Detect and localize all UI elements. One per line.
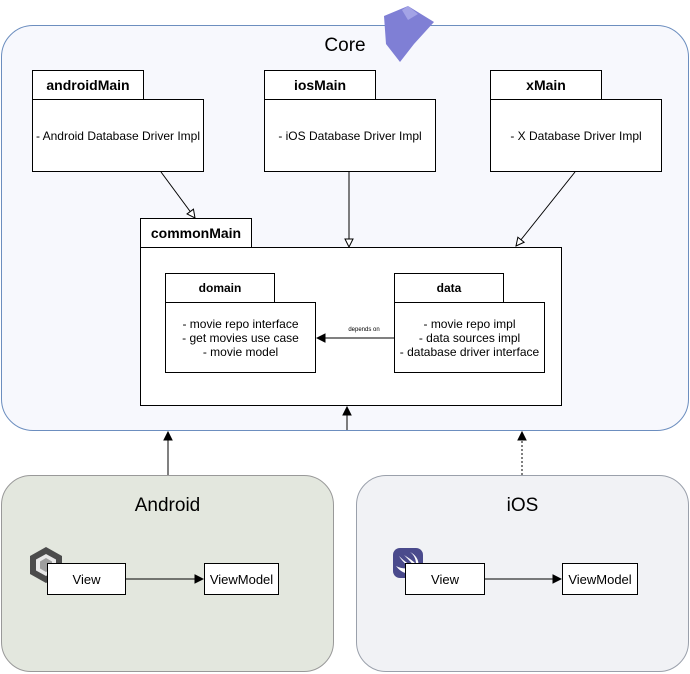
depends-on-label: depends on: [348, 327, 380, 333]
package-data: [394, 302, 545, 373]
package-tab-data: data: [394, 273, 504, 303]
core-title: Core: [324, 35, 366, 56]
package-tab-androidmain: androidMain: [32, 70, 144, 100]
package-tab-commonmain: commonMain: [140, 218, 252, 248]
package-iosmain: [264, 99, 436, 172]
package-data-body: - movie repo impl - data sources impl - …: [394, 302, 545, 373]
android-title: Android: [134, 495, 201, 516]
data-line: - movie repo impl: [423, 316, 516, 331]
package-domain: [165, 302, 316, 373]
edge-xmain-commonmain: [516, 171, 576, 246]
package-androidmain-body: - Android Database Driver Impl: [35, 128, 201, 143]
package-iosmain-body: - iOS Database Driver Impl: [278, 128, 422, 143]
ios-viewmodel-node: ViewModel: [562, 563, 638, 595]
package-xmain-body: - X Database Driver Impl: [510, 128, 642, 143]
android-viewmodel-node: ViewModel: [204, 563, 279, 595]
ios-view-node: View: [405, 563, 485, 595]
kotlin-logo-icon: [384, 6, 434, 62]
ios-title: iOS: [506, 495, 539, 516]
package-tab-iosmain: iosMain: [264, 70, 376, 100]
data-line: - data sources impl: [418, 330, 521, 345]
android-view-node: View: [47, 563, 126, 595]
domain-line: - movie model: [202, 344, 279, 359]
package-tab-xmain: xMain: [490, 70, 602, 100]
data-line: - database driver interface: [399, 344, 540, 359]
domain-line: - movie repo interface: [182, 316, 299, 331]
package-tab-domain: domain: [165, 273, 275, 303]
package-androidmain: [32, 99, 204, 172]
domain-line: - get movies use case: [182, 330, 299, 345]
edge-androidmain-commonmain: [160, 171, 195, 218]
package-domain-body: - movie repo interface - get movies use …: [165, 302, 316, 373]
package-xmain: [490, 99, 662, 172]
